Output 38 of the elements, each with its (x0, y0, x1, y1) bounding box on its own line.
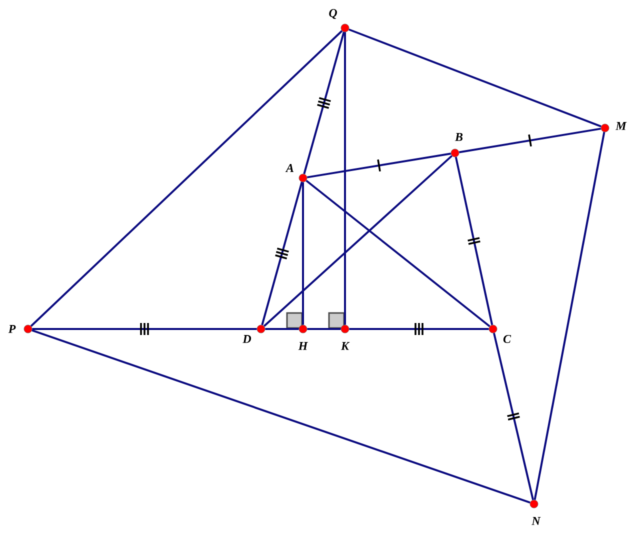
point-label: N (532, 517, 541, 525)
point (256, 324, 266, 334)
segment (306, 152, 452, 178)
segment (492, 332, 534, 500)
point-label: D (242, 335, 252, 343)
point (600, 124, 610, 132)
segment (303, 32, 345, 174)
point (298, 174, 308, 182)
point-label: P (8, 325, 16, 333)
point-label: A (285, 164, 294, 172)
segment (349, 328, 489, 330)
point (298, 324, 308, 334)
point-label: B (454, 133, 463, 141)
point (488, 324, 498, 334)
segment (306, 180, 490, 328)
segment (263, 155, 453, 327)
point (340, 324, 350, 334)
segment (302, 182, 304, 325)
point-label: M (616, 122, 627, 130)
segment (32, 328, 257, 330)
segment (307, 328, 341, 330)
segment (454, 156, 494, 326)
segment (348, 28, 602, 128)
segment (30, 30, 343, 327)
segment (265, 328, 299, 330)
segment (534, 132, 606, 500)
point-label: Q (329, 9, 337, 19)
point (340, 24, 350, 32)
point-label: K (340, 342, 350, 350)
segment (32, 329, 530, 504)
point (530, 500, 538, 508)
segment (344, 32, 346, 325)
point (450, 148, 460, 158)
point (24, 324, 32, 334)
segment (261, 182, 303, 326)
point-label: H (298, 342, 308, 350)
point-label: C (503, 334, 512, 343)
segment (458, 128, 602, 154)
